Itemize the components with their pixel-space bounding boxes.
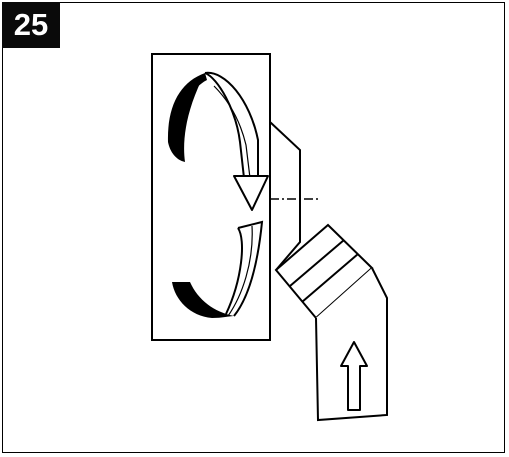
figure-number: 25 (13, 7, 49, 42)
up-arrow-icon (340, 341, 368, 411)
rotation-arrow-icon (167, 71, 269, 318)
figure-number-badge: 25 (2, 2, 60, 48)
neck-band-line-1 (289, 239, 345, 287)
handle-grip (315, 267, 388, 422)
body-back-section (269, 121, 301, 271)
neck-band-line-2 (301, 253, 359, 303)
figure-frame (2, 2, 505, 453)
